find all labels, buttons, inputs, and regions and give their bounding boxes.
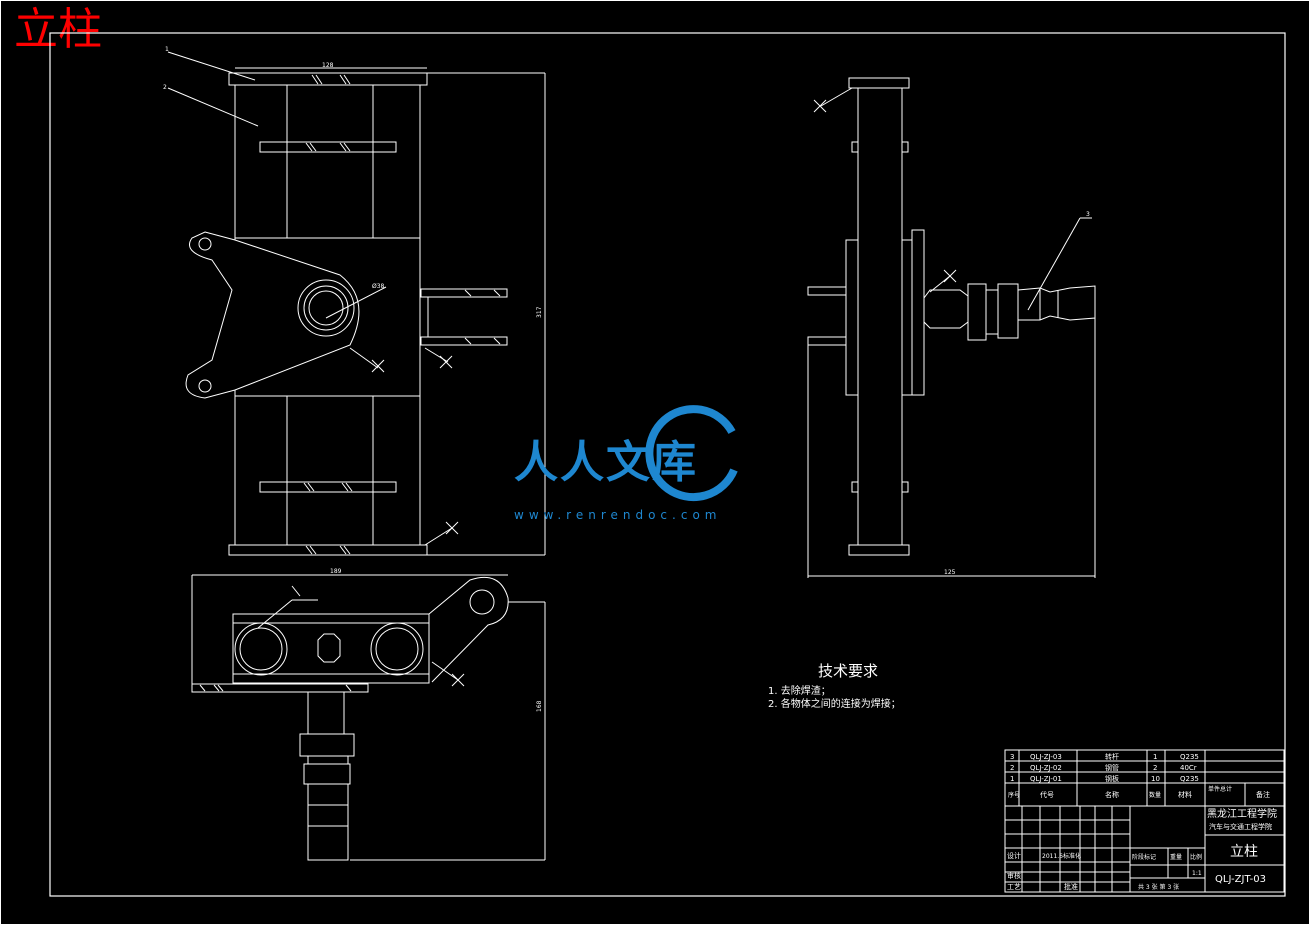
tb-sheets: 共 3 张 第 3 张 [1138,883,1179,891]
header-unit-total: 单件总计 [1208,785,1232,793]
dim-side-width: 125 [944,569,956,576]
tb-drawing-no: QLJ-ZJT-03 [1215,874,1266,885]
header-qty: 数量 [1149,791,1161,799]
dim-bottom-height: 168 [536,700,543,712]
tb-stage-label: 阶段标记 [1132,853,1156,861]
inner-frame [49,32,1286,897]
front-view [167,51,546,556]
header-note: 备注 [1256,790,1270,799]
part-2-name: 钢管 [1105,763,1119,772]
part-1-qty: 10 [1151,775,1160,783]
part-1-name: 钢板 [1105,774,1119,783]
watermark-ring-icon [645,405,738,502]
part-1-material: Q235 [1180,775,1199,783]
tech-title: 技术要求 [818,662,879,680]
dim-height: 317 [536,306,543,318]
watermark-text: 人人文库 [514,437,698,488]
dim-top-width: 128 [322,62,334,69]
header-name: 名称 [1105,790,1119,799]
part-2-qty: 2 [1153,764,1157,772]
part-3-material: Q235 [1180,753,1199,761]
plan-view [191,574,546,861]
tech-item-2: 2. 各物体之间的连接为焊接； [768,699,901,710]
header-code: 代号 [1040,790,1054,799]
tech-item-1: 1. 去除焊渣； [768,686,831,697]
tb-part-name: 立柱 [1230,844,1258,860]
tb-date: 2011.6标准化 [1042,852,1081,860]
part-3-no: 3 [1010,753,1014,761]
part-3-code: QLJ-ZJ-03 [1030,753,1062,761]
dim-hole-dia: Ø38 [372,283,385,290]
part-2-material: 40Cr [1180,764,1197,772]
tb-weight-label: 重量 [1170,853,1182,861]
dept-name: 汽车与交通工程学院 [1209,822,1272,831]
tb-review-label: 审核 [1007,871,1021,880]
tb-designer-label: 设计 [1007,851,1021,860]
tb-approve-label: 批准 [1064,882,1078,891]
side-view [807,77,1096,578]
balloon-2: 2 [163,84,167,91]
part-2-no: 2 [1010,764,1014,772]
header-no: 序号 [1008,791,1020,799]
dim-bottom-width: 189 [330,568,342,575]
watermark-url: www.renrendoc.com [514,508,722,522]
tb-process-label: 工艺 [1007,883,1021,891]
tb-scale: 1:1 [1192,870,1202,877]
school-name: 黑龙江工程学院 [1207,807,1277,820]
part-3-qty: 1 [1153,753,1157,761]
part-3-name: 转杆 [1105,752,1119,761]
tb-scale-label: 比例 [1190,853,1202,861]
title-block-grid [1004,749,1285,893]
header-material: 材料 [1178,790,1192,799]
part-2-code: QLJ-ZJ-02 [1030,764,1062,772]
part-1-no: 1 [1010,775,1014,783]
part-1-code: QLJ-ZJ-01 [1030,775,1062,783]
drawing-title: 立柱 [14,4,102,55]
balloon-3: 3 [1086,211,1090,218]
balloon-1: 1 [165,46,169,53]
watermark: 人人文库 www.renrendoc.com [512,402,802,527]
